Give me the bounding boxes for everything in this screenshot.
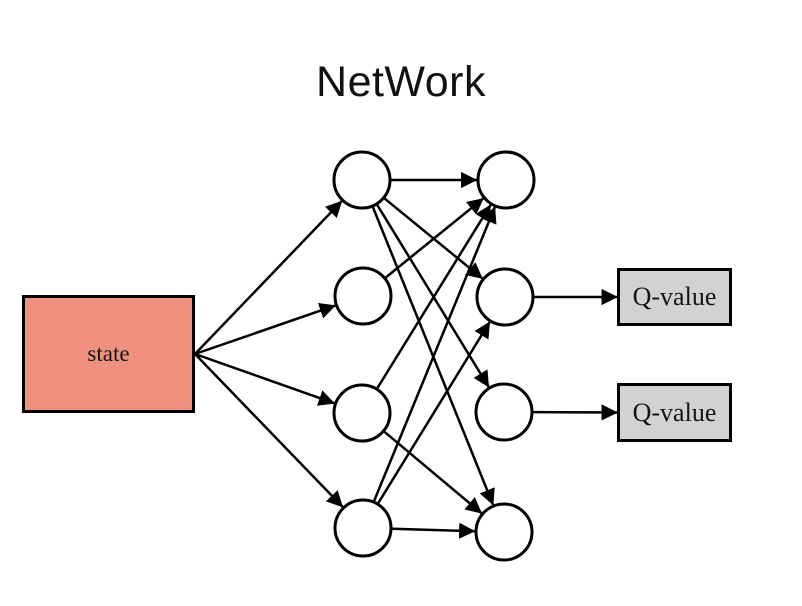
edge-state-L4	[194, 353, 344, 508]
q-value-box-1: Q-value	[617, 268, 732, 326]
q-value-box-2: Q-value	[617, 383, 732, 442]
neuron-node-R4	[474, 502, 534, 562]
q-value-box-2-label: Q-value	[632, 397, 717, 427]
state-box: state	[22, 295, 195, 413]
edge-L4-R1	[373, 206, 497, 502]
neuron-node-R1	[476, 150, 536, 210]
neuron-node-R3	[474, 382, 534, 442]
neuron-node-L3	[332, 383, 392, 443]
diagram-title: NetWork	[316, 58, 486, 106]
edge-L4-R2	[377, 321, 491, 504]
neuron-node-L1	[332, 150, 392, 210]
neuron-node-L2	[333, 266, 393, 326]
neuron-node-L4	[333, 498, 393, 558]
edge-state-L2	[194, 302, 336, 356]
q-value-box-1-label: Q-value	[632, 282, 717, 311]
edge-L3-R4	[383, 430, 483, 515]
state-box-label: state	[87, 341, 130, 366]
edge-state-L1	[194, 200, 343, 355]
edge-state-L3	[194, 352, 335, 406]
edge-L3-R1	[376, 204, 492, 389]
edge-L2-R1	[385, 197, 484, 279]
edge-L4-R4	[392, 522, 476, 539]
neuron-node-R2	[475, 267, 535, 327]
